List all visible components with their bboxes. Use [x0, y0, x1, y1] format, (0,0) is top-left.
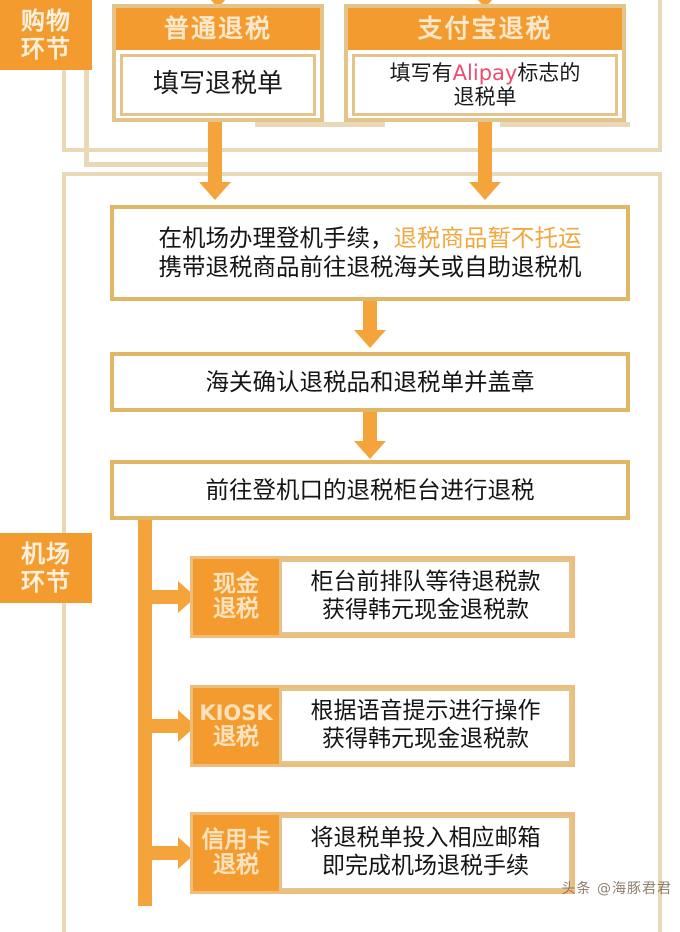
customs-text: 海关确认退税品和退税单并盖章 [205, 367, 535, 396]
connector-checkin-to-customs [363, 301, 377, 335]
option-credit-body-line2: 即完成机场退税手续 [322, 853, 529, 879]
option-box-cash-refund: 现金 退税 柜台前排队等待退税款 获得韩元现金退税款 [190, 556, 575, 638]
option-credit-body: 将退税单投入相应邮箱 即完成机场退税手续 [279, 815, 572, 891]
watermark: 头条 @海豚君君 [561, 881, 672, 897]
option-kiosk-label: KIOSK 退税 [193, 688, 279, 764]
step-box-counter: 前往登机口的退税柜台进行退税 [110, 460, 630, 520]
option-credit-body-line1: 将退税单投入相应邮箱 [310, 825, 541, 852]
card-alipay-refund-body: 填写有Alipay标志的 退税单 [352, 54, 618, 116]
section-shopping-line1: 购物 [21, 6, 71, 35]
option-credit-label-line1: 信用卡 [201, 826, 271, 853]
alipay-body-before: 填写有 [389, 60, 453, 85]
step-box-customs: 海关确认退税品和退税单并盖章 [110, 352, 630, 412]
card-normal-refund: 普通退税 填写退税单 [112, 4, 324, 122]
section-label-airport: 机场 环节 [0, 533, 92, 603]
alipay-card-foot [500, 122, 630, 127]
section-airport-line2: 环节 [21, 568, 71, 596]
step-box-checkin: 在机场办理登机手续，退税商品暂不托运 携带退税商品前往退税海关或自助退税机 [110, 205, 630, 301]
option-box-kiosk-refund: KIOSK 退税 根据语音提示进行操作 获得韩元现金退税款 [190, 685, 575, 767]
option-credit-label-line2: 退税 [213, 852, 259, 878]
option-cash-body-line1: 柜台前排队等待退税款 [310, 569, 541, 596]
alipay-brand-mark: Alipay [452, 60, 518, 85]
option-kiosk-body-line2: 获得韩元现金退税款 [322, 726, 529, 752]
option-box-credit-card-refund: 信用卡 退税 将退税单投入相应邮箱 即完成机场退税手续 [190, 812, 575, 894]
options-trunk-line [138, 520, 152, 906]
card-normal-refund-body: 填写退税单 [120, 54, 316, 116]
connector-customs-to-counter [363, 412, 377, 446]
normal-card-foot [255, 122, 385, 127]
arrow-customs-to-counter-icon [354, 441, 386, 459]
shopping-section-bracket [62, 0, 662, 152]
option-credit-label: 信用卡 退税 [193, 815, 279, 891]
option-cash-body-line2: 获得韩元现金退税款 [322, 597, 529, 623]
arrow-alipay-to-checkin-icon [469, 182, 501, 200]
option-cash-label: 现金 退税 [193, 559, 279, 635]
connector-normal-to-checkin [208, 122, 222, 184]
card-alipay-refund-header: 支付宝退税 [348, 8, 622, 50]
arrow-checkin-to-customs-icon [354, 330, 386, 348]
shopping-label-stem [84, 70, 89, 166]
branch-line-cash [138, 590, 182, 604]
alipay-body-after: 标志的 [517, 60, 581, 85]
alipay-body-line2: 退税单 [453, 85, 517, 109]
checkin-line2: 携带退税商品前往退税海关或自助退税机 [158, 253, 582, 281]
option-kiosk-body-line1: 根据语音提示进行操作 [310, 698, 541, 725]
counter-text: 前往登机口的退税柜台进行退税 [205, 475, 535, 504]
option-kiosk-body: 根据语音提示进行操作 获得韩元现金退税款 [279, 688, 572, 764]
section-label-shopping: 购物 环节 [0, 0, 92, 70]
option-kiosk-label-line1: KIOSK [199, 700, 273, 725]
card-normal-refund-header: 普通退税 [116, 8, 320, 50]
section-shopping-line2: 环节 [21, 35, 71, 63]
checkin-line1-accent: 退税商品暂不托运 [393, 224, 582, 253]
section-airport-line1: 机场 [21, 539, 71, 568]
option-cash-label-line2: 退税 [213, 596, 259, 622]
checkin-line1-plain: 在机场办理登机手续， [158, 224, 394, 253]
card-alipay-refund: 支付宝退税 填写有Alipay标志的 退税单 [344, 4, 626, 122]
option-cash-body: 柜台前排队等待退税款 获得韩元现金退税款 [279, 559, 572, 635]
connector-alipay-to-checkin [478, 122, 492, 184]
option-cash-label-line1: 现金 [213, 570, 259, 597]
shopping-label-connector [84, 162, 214, 167]
branch-line-credit [138, 846, 182, 860]
branch-line-kiosk [138, 719, 182, 733]
arrow-normal-to-checkin-icon [199, 182, 231, 200]
option-kiosk-label-line2: 退税 [213, 723, 259, 750]
